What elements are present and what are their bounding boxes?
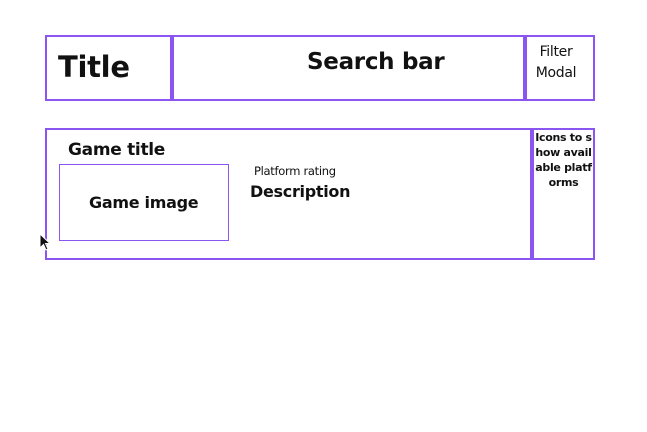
filter-modal-label: Filter Modal	[535, 44, 577, 81]
game-title: Game title	[68, 140, 166, 160]
filter-modal-button[interactable]	[525, 35, 595, 101]
arrow-cursor-icon	[39, 233, 51, 251]
platforms-panel	[532, 128, 595, 260]
platform-rating: Platform rating	[254, 164, 336, 178]
game-image-label: Game image	[89, 193, 199, 212]
game-description: Description	[250, 182, 351, 201]
search-bar[interactable]	[172, 35, 525, 101]
search-bar-label: Search bar	[307, 49, 445, 75]
game-image-placeholder	[59, 164, 229, 241]
title-box	[45, 35, 172, 101]
platforms-label: Icons to show available platforms	[535, 131, 592, 189]
page-title: Title	[58, 50, 130, 84]
